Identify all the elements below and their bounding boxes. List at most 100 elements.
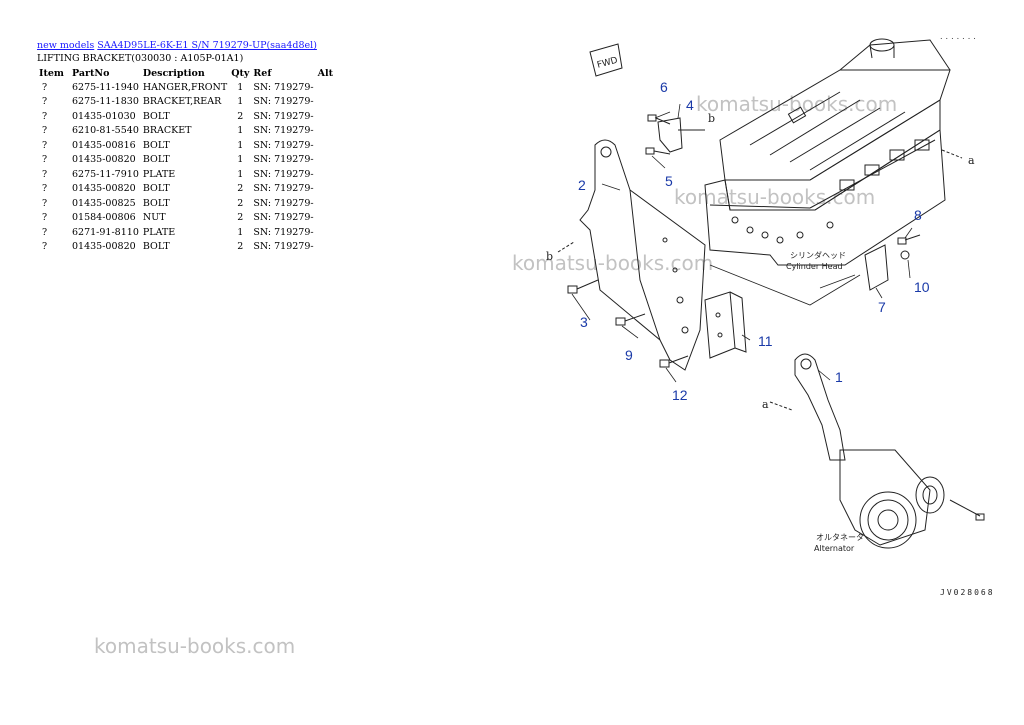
ref-b-label: b: [546, 250, 553, 263]
column-header-partno: PartNo: [72, 67, 110, 79]
partno-cell: 01584-00806: [72, 212, 136, 224]
plate-part: [704, 291, 747, 359]
item-cell: ?: [42, 125, 48, 137]
qty-cell: 1: [237, 96, 244, 108]
qty-cell: 2: [237, 183, 244, 195]
alt-cell: [316, 80, 335, 95]
breadcrumb-new-models-link[interactable]: new models: [37, 40, 95, 51]
callout-5: 5: [665, 173, 673, 189]
alt-cell: [316, 211, 335, 226]
callout-12: 12: [672, 387, 688, 403]
ref-cell: SN: 719279-: [253, 154, 314, 166]
description-cell: PLATE: [142, 226, 176, 238]
description-cell: BRACKET,REAR: [142, 96, 222, 108]
partno-cell: 6210-81-5540: [72, 125, 139, 137]
cylinder-head-label: Cylinder Head: [786, 262, 843, 271]
bolt-part: [645, 147, 671, 155]
qty-cell: 1: [237, 168, 244, 180]
callout-2: 2: [578, 177, 586, 193]
callout-6: 6: [660, 79, 668, 95]
alt-cell: [316, 109, 335, 124]
alternator-label-jp: オルタネータ: [816, 533, 864, 542]
item-cell: ?: [42, 197, 48, 209]
cylinder-head-cover: [719, 38, 951, 211]
partno-cell: 6275-11-7910: [72, 168, 139, 180]
ref-b-label: b: [708, 112, 715, 125]
callout-10: 10: [914, 279, 930, 295]
item-cell: ?: [42, 81, 48, 93]
item-cell: ?: [42, 154, 48, 166]
watermark-text: komatsu-books.com: [94, 634, 296, 658]
partno-cell: 6271-91-8110: [72, 226, 139, 238]
callout-4: 4: [686, 97, 694, 113]
alt-cell: [316, 138, 335, 153]
bolt-part: [567, 279, 599, 294]
column-header-qty: Qty: [231, 67, 250, 79]
partno-cell: 6275-11-1830: [72, 96, 139, 108]
ref-cell: SN: 719279-: [253, 139, 314, 151]
front-hanger-part: a: [762, 353, 846, 461]
bolt-part: [615, 313, 646, 326]
item-cell: ?: [42, 110, 48, 122]
ref-cell: SN: 719279-: [253, 110, 314, 122]
alt-cell: [316, 182, 335, 197]
qty-cell: 2: [237, 241, 244, 253]
description-cell: PLATE: [142, 168, 176, 180]
description-cell: BOLT: [142, 139, 170, 151]
qty-cell: 1: [237, 226, 244, 238]
ref-cell: SN: 719279-: [253, 81, 314, 93]
item-cell: ?: [42, 226, 48, 238]
ref-a-label: a: [762, 398, 769, 411]
drawing-code: JV028068: [940, 588, 995, 597]
qty-cell: 1: [237, 81, 244, 93]
ref-cell: SN: 719279-: [253, 212, 314, 224]
alternator-part: [839, 449, 985, 549]
ref-cell: SN: 719279-: [253, 241, 314, 253]
breadcrumb-model-link[interactable]: SAA4D95LE-6K-E1 S/N 719279-UP(saa4d8el): [97, 40, 317, 51]
qty-cell: 2: [237, 197, 244, 209]
qty-cell: 1: [237, 125, 244, 137]
partno-cell: 01435-00816: [72, 139, 136, 151]
partno-cell: 01435-00825: [72, 197, 136, 209]
ref-arrow: a: [941, 149, 975, 167]
callout-9: 9: [625, 347, 633, 363]
parts-table: Item PartNo Description Qty Ref Alt ? 627…: [37, 66, 335, 254]
description-cell: NUT: [142, 212, 166, 224]
ref-cell: SN: 719279-: [253, 226, 314, 238]
fwd-label: FWD: [596, 56, 619, 71]
partno-cell: 01435-00820: [72, 154, 136, 166]
alt-cell: [316, 196, 335, 211]
ref-a-label: a: [968, 154, 975, 167]
watermark-text: komatsu-books.com: [696, 92, 898, 116]
ref-cell: SN: 719279-: [253, 125, 314, 137]
description-cell: BRACKET: [142, 125, 192, 137]
cylinder-head-block: [704, 129, 946, 266]
alt-cell: [316, 225, 335, 240]
callout-11: 11: [758, 333, 773, 349]
fwd-arrow-icon: FWD: [589, 43, 623, 77]
item-cell: ?: [42, 168, 48, 180]
ref-cell: SN: 719279-: [253, 183, 314, 195]
ref-arrow: b: [546, 241, 575, 263]
column-header-alt: Alt: [317, 67, 333, 79]
page-title: LIFTING BRACKET(030030 : A105P-01A1): [37, 53, 244, 64]
watermark-text: komatsu-books.com: [512, 251, 714, 275]
description-cell: BOLT: [142, 183, 170, 195]
table-header-row: Item PartNo Description Qty Ref Alt: [37, 66, 335, 80]
item-cell: ?: [42, 96, 48, 108]
item-cell: ?: [42, 212, 48, 224]
qty-cell: 2: [237, 110, 244, 122]
rear-bracket-part: [579, 139, 706, 371]
partno-cell: 01435-01030: [72, 110, 136, 122]
